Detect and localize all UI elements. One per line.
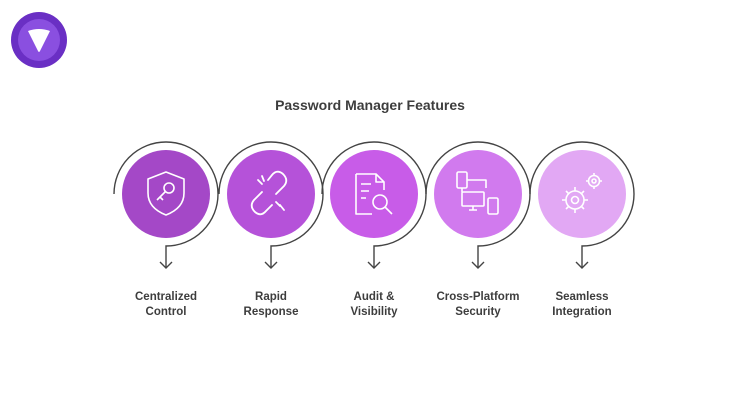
feature-audit-visibility	[321, 141, 427, 269]
feature-circle	[330, 150, 418, 238]
arrow-head-icon	[471, 261, 485, 269]
shield-key-icon	[147, 171, 185, 216]
flow-arc	[218, 141, 324, 268]
arrow-head-icon	[159, 261, 173, 269]
flow-arc	[529, 141, 635, 268]
feature-label-audit-visibility: Audit &Visibility	[350, 291, 398, 318]
gears-icon	[562, 173, 602, 213]
feature-circle	[434, 150, 522, 238]
feature-circle	[122, 150, 210, 238]
broken-link-icon	[250, 170, 288, 216]
arrow-head-icon	[264, 261, 278, 269]
feature-circle	[227, 150, 315, 238]
feature-seamless-integration	[529, 141, 635, 269]
document-search-icon	[355, 173, 393, 215]
page-title: Password Manager Features	[275, 97, 465, 113]
arrow-head-icon	[367, 261, 381, 269]
brand-logo-icon	[11, 12, 67, 68]
flow-arc	[425, 141, 531, 268]
flow-arc	[113, 141, 219, 268]
devices-network-icon	[456, 171, 499, 215]
flow-arc	[321, 141, 427, 268]
feature-rapid-response	[218, 141, 324, 269]
feature-centralized-control	[113, 141, 219, 269]
feature-cross-platform-security	[425, 141, 531, 269]
arrow-head-icon	[575, 261, 589, 269]
